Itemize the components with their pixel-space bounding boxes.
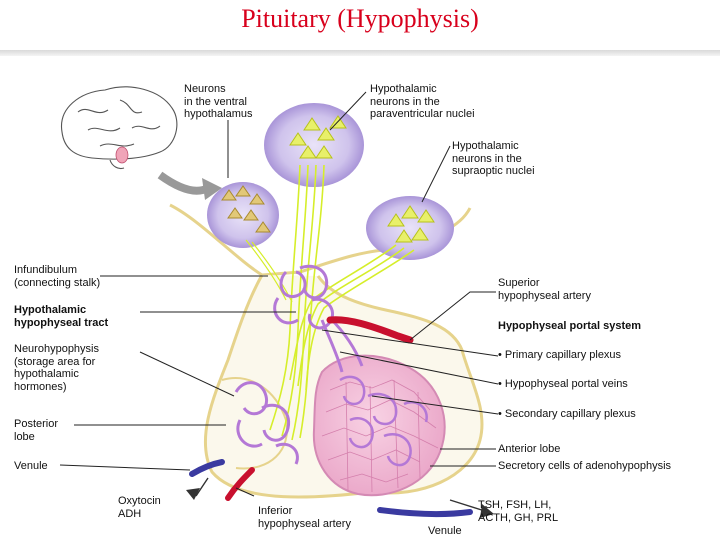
supraoptic-nucleus <box>366 196 454 260</box>
zoom-arrow-shaft <box>157 171 210 195</box>
label-posterior-lobe: Posterior lobe <box>14 418 59 443</box>
label-secretory-cells: Secretory cells of adenohypophysis <box>498 460 672 472</box>
label-venule-bottom: Venule <box>428 525 462 537</box>
label-primary-plexus: • Primary capillary plexus <box>498 349 622 361</box>
hormone-release-arrow-icon <box>195 477 209 497</box>
label-anterior-lobe: Anterior lobe <box>498 443 561 455</box>
label-neurons-ventral: Neurons in the ventral hypothalamus <box>184 83 253 120</box>
title-divider <box>0 50 720 56</box>
pituitary-highlight <box>115 146 129 164</box>
brain-sketch-icon <box>61 86 178 170</box>
hypothalamic-hypophyseal-tract <box>269 164 415 441</box>
label-anterior-hormones: TSH, FSH, LH, ACTH, GH, PRL <box>478 499 559 524</box>
paraventricular-neurons <box>289 115 347 159</box>
label-venule-left: Venule <box>14 460 48 472</box>
zoom-arrow-head-icon <box>202 178 222 200</box>
inferior-hypophyseal-artery <box>225 467 255 501</box>
venule-left <box>189 459 225 477</box>
venule-bottom <box>377 507 473 518</box>
label-inferior-artery: Inferior hypophyseal artery <box>258 505 351 530</box>
label-neurohypophysis: Neurohypophysis (storage area for hypoth… <box>14 343 99 393</box>
label-secondary-plexus: • Secondary capillary plexus <box>498 408 636 420</box>
posterior-capillaries <box>234 381 299 465</box>
secondary-capillary-plexus <box>339 375 428 467</box>
arrowhead-icon <box>480 504 494 518</box>
label-supraoptic-neurons: Hypothalamic neurons in the supraoptic n… <box>452 140 535 177</box>
label-portal-veins: • Hypophyseal portal veins <box>498 378 628 390</box>
label-superior-artery: Superior hypophyseal artery <box>498 277 591 302</box>
label-paraventricular-neurons: Hypothalamic neurons in the paraventricu… <box>370 83 475 120</box>
arrowhead-icon <box>186 488 200 500</box>
supraoptic-neurons <box>387 205 435 243</box>
superior-hypophyseal-artery <box>326 316 414 344</box>
page-title: Pituitary (Hypophysis) <box>241 4 479 33</box>
paraventricular-nucleus <box>264 103 364 187</box>
label-infundibulum: Infundibulum (connecting stalk) <box>14 264 101 289</box>
label-oxytocin-adh: Oxytocin ADH <box>118 495 161 520</box>
ventral-neurons <box>221 185 271 233</box>
leader-lines <box>59 91 499 497</box>
label-hypothalamic-tract: Hypothalamic hypophyseal tract <box>14 304 109 329</box>
label-portal-system: Hypophyseal portal system <box>498 320 642 332</box>
